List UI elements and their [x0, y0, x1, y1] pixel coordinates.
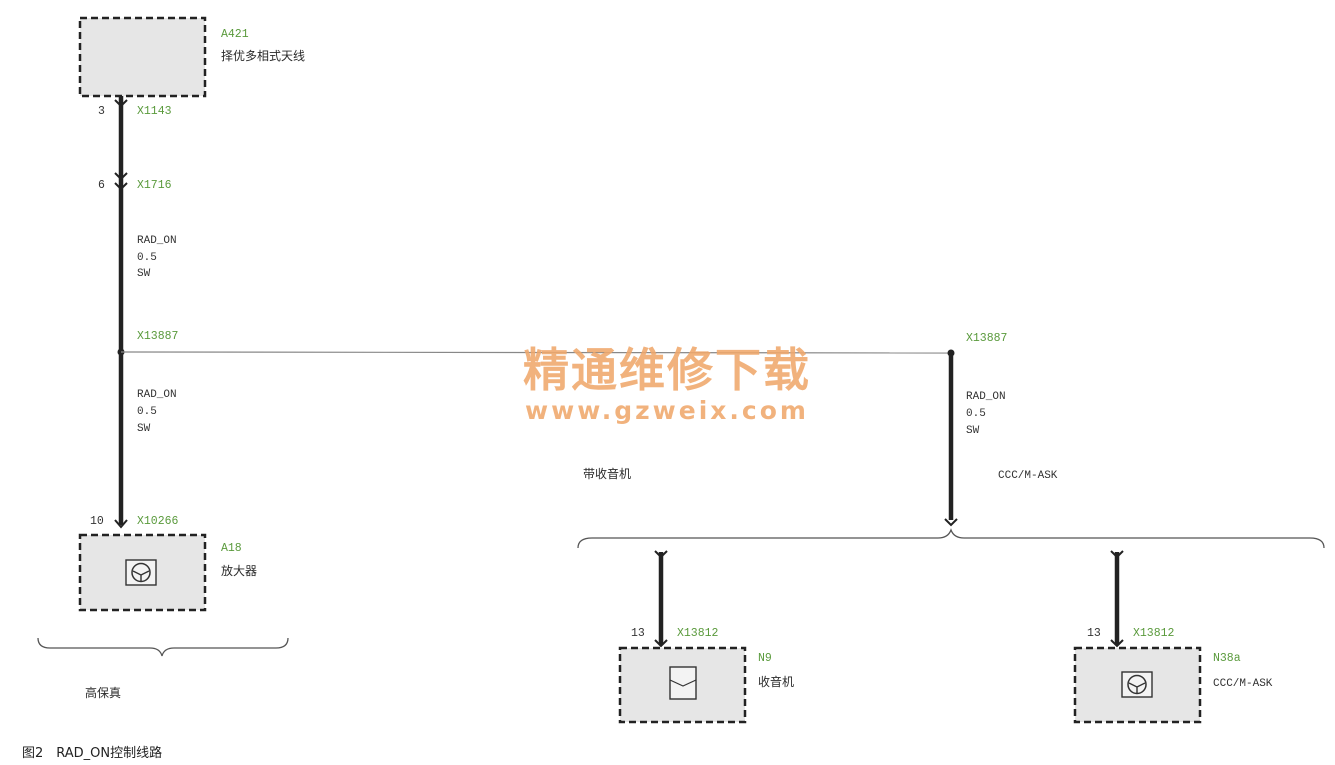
radio-symbol-icon	[669, 666, 697, 700]
amplifier-id: A18	[221, 542, 242, 555]
connector-id: X13887	[137, 330, 178, 343]
amplifier-component: A18 放大器	[78, 533, 257, 612]
connector-x1143: 3 X1143	[98, 99, 172, 118]
wire-label-lower-left: RAD_ON 0.5 SW	[137, 389, 177, 435]
hifi-brace	[37, 637, 289, 657]
wire-label-upper: RAD_ON 0.5 SW	[137, 235, 177, 280]
amplifier-name: 放大器	[221, 563, 257, 578]
connector-x10266: 10 X10266	[90, 515, 179, 529]
antenna-name: 择优多相式天线	[221, 49, 305, 63]
wire-gauge: 0.5	[137, 252, 157, 264]
connector-id: X1716	[137, 179, 172, 192]
ccc-component: N38a CCC/M-ASK	[1073, 646, 1273, 724]
connector-mark	[944, 518, 958, 527]
wire-gauge: 0.5	[137, 406, 157, 418]
wire-color: SW	[137, 423, 151, 435]
connector-x13812-radio: 13 X13812	[631, 627, 719, 648]
pin-number: 6	[98, 179, 105, 192]
variant-ccc-label: CCC/M-ASK	[998, 470, 1058, 482]
connector-id: X10266	[137, 515, 179, 528]
antenna-box	[78, 16, 207, 98]
wire-signal: RAD_ON	[137, 389, 177, 401]
connector-mark	[1110, 639, 1124, 648]
connector-mark	[654, 639, 668, 648]
wire-color: SW	[966, 425, 980, 437]
connector-id: X13812	[677, 627, 719, 640]
pin-number: 10	[90, 515, 104, 528]
radio-component: N9 收音机	[618, 646, 794, 724]
variant-hifi-label: 高保真	[85, 685, 121, 700]
connector-id: X1143	[137, 105, 172, 118]
antenna-id: A421	[221, 28, 249, 41]
variant-brace	[577, 528, 1325, 549]
watermark: 精通维修下载 www.gzweix.com	[523, 343, 811, 425]
splice-link-wire	[120, 351, 952, 354]
connector-mark	[114, 519, 128, 529]
wire-signal: RAD_ON	[966, 391, 1006, 403]
radio-name: 收音机	[758, 674, 794, 689]
connector-id: X13812	[1133, 627, 1175, 640]
watermark-url: www.gzweix.com	[525, 396, 809, 425]
amplifier-symbol-icon	[125, 559, 157, 586]
pin-number: 13	[1087, 627, 1101, 640]
wire-label-right: RAD_ON 0.5 SW	[966, 391, 1006, 437]
wire-color: SW	[137, 268, 151, 280]
ccc-id: N38a	[1213, 652, 1241, 665]
splice-x13887-right: X13887	[947, 332, 1007, 357]
pin-number: 3	[98, 105, 105, 118]
connector-x13812-ccc: 13 X13812	[1087, 627, 1175, 648]
watermark-cn: 精通维修下载	[523, 343, 811, 397]
pin-number: 13	[631, 627, 645, 640]
radio-id: N9	[758, 652, 772, 665]
connector-mark	[114, 172, 128, 181]
figure-caption: 图2 RAD_ON控制线路	[22, 745, 162, 761]
connector-mark	[114, 99, 128, 108]
ccc-symbol-icon	[1121, 671, 1153, 698]
ccc-name: CCC/M-ASK	[1213, 678, 1273, 690]
antenna-component: A421 择优多相式天线	[78, 16, 305, 98]
connector-x1716: 6 X1716	[98, 172, 172, 192]
wire-gauge: 0.5	[966, 408, 986, 420]
connector-mark	[114, 182, 128, 191]
variant-with-radio-label: 带收音机	[583, 466, 631, 481]
wire-signal: RAD_ON	[137, 235, 177, 247]
connector-id: X13887	[966, 332, 1007, 345]
